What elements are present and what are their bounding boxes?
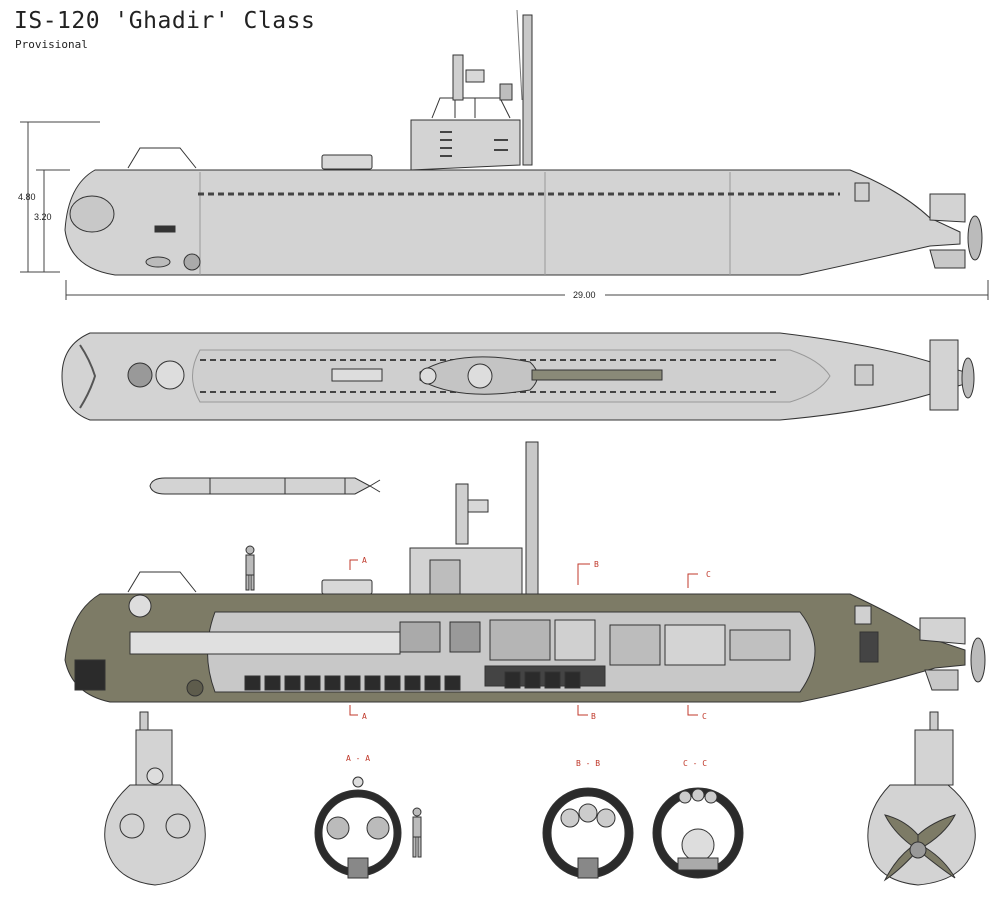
bow-window-strip <box>154 225 176 233</box>
hatch-fwd <box>127 362 153 388</box>
light-fixture <box>499 83 513 101</box>
length-dimension <box>65 280 989 300</box>
torpedo-tube <box>129 631 401 655</box>
section-b-bottom-label: B <box>591 712 596 721</box>
sail <box>410 119 521 171</box>
section-bb-title: B - B <box>576 759 600 768</box>
section-a-bottom-label: A <box>362 712 367 721</box>
section-aa-view <box>314 776 402 879</box>
radar-box <box>465 69 485 83</box>
human-scale-figure <box>245 545 255 591</box>
rudder-lower <box>929 249 966 269</box>
torpedo <box>149 477 381 495</box>
section-aa-title: A - A <box>346 754 370 763</box>
section-c-bottom-label: C <box>702 712 707 721</box>
bow-sonar <box>69 195 115 233</box>
sail-railing <box>431 97 511 119</box>
stern-planes <box>929 339 959 411</box>
mast-top <box>531 369 663 381</box>
section-aa-human-figure <box>412 807 422 858</box>
rudder-upper <box>929 193 966 223</box>
propeller <box>967 215 983 261</box>
drawing-subtitle: Provisional <box>15 38 88 51</box>
periscope-mast <box>522 14 533 166</box>
sonar-dome <box>183 253 201 271</box>
top-view <box>61 332 975 421</box>
hull-side <box>64 169 961 276</box>
stern-propeller-blades <box>883 814 956 882</box>
section-markers <box>349 559 698 716</box>
section-cc-view <box>652 787 744 879</box>
stern-mast <box>854 182 870 202</box>
section-c-top-label: C <box>706 570 711 579</box>
side-profile <box>64 9 983 276</box>
height-total-label: 4.80 <box>18 192 36 202</box>
cutaway-mast <box>525 441 539 603</box>
bow-end-view <box>104 711 206 886</box>
sail-mast-small <box>452 54 464 101</box>
section-bb-view <box>542 787 634 879</box>
stern-end-view <box>867 711 976 886</box>
bow-railing <box>127 147 197 169</box>
length-label: 29.00 <box>573 290 596 300</box>
section-a-top-label: A <box>362 556 367 565</box>
height-dimensions <box>20 121 100 273</box>
section-cc-title: C - C <box>683 759 707 768</box>
cutaway-view <box>64 441 986 703</box>
battery-row <box>244 671 581 691</box>
height-hull-label: 3.20 <box>34 212 52 222</box>
sail-vents <box>440 131 508 157</box>
antenna <box>516 9 523 101</box>
section-b-top-label: B <box>594 560 599 569</box>
drawing-title: IS-120 'Ghadir' Class <box>14 8 316 34</box>
deck-container <box>321 154 373 170</box>
torpedo-hatch <box>145 256 171 268</box>
